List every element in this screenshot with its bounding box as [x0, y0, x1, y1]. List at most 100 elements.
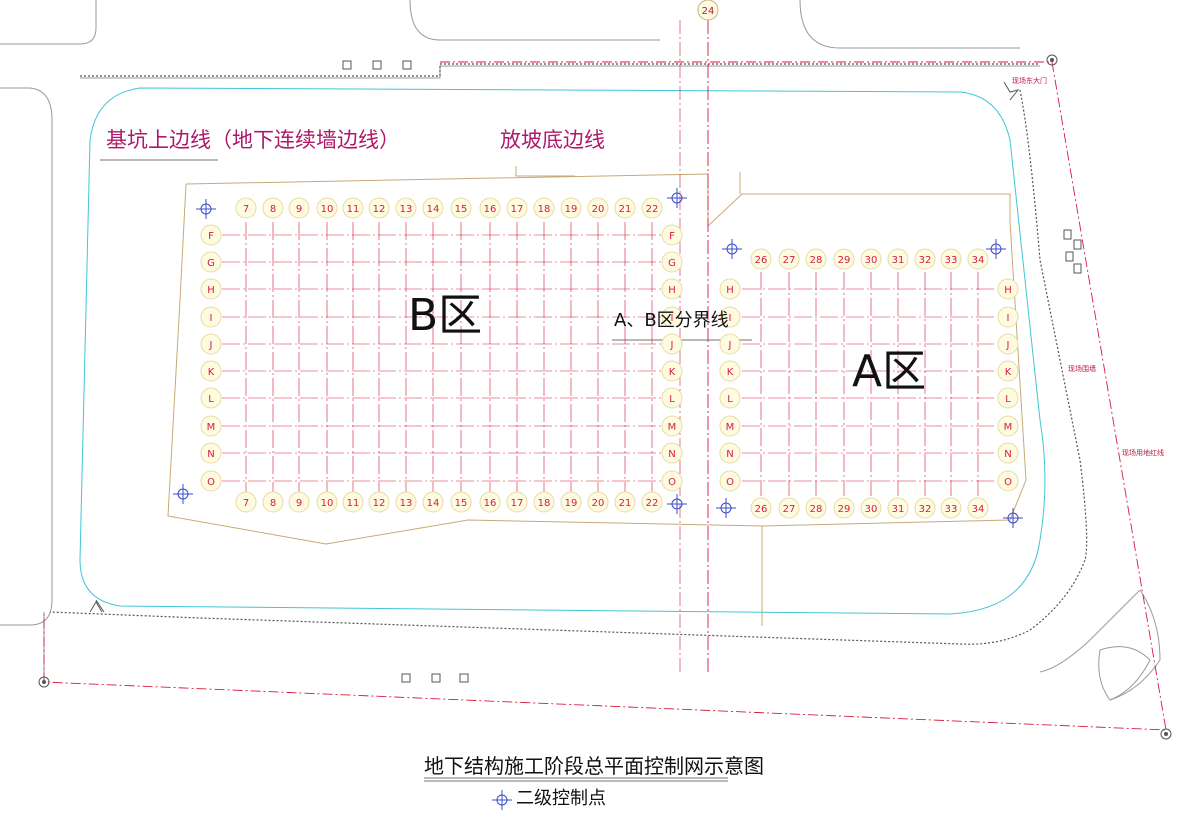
axis-bubble-a-top: 32 [914, 248, 936, 270]
axis-bubble-b-top-text: 11 [347, 204, 360, 215]
axis-bubble-a-bottom: 29 [833, 497, 855, 519]
pit-edge-label: 基坑上边线（地下连续墙边线） [106, 128, 400, 152]
axis-bubble-b-top-text: 18 [538, 204, 551, 215]
axis-bubble-a-top-text: 30 [865, 255, 878, 266]
axis-bubble-b-bottom: 22 [641, 491, 663, 513]
control-point-crosshair-icon [492, 790, 512, 810]
zone-boundary-label: A、B区分界线 [614, 310, 729, 331]
control-point-icon [196, 199, 216, 219]
control-point-icon [173, 484, 193, 504]
axis-bubble-b-bottom: 19 [560, 491, 582, 513]
axis-bubble-a-bottom-text: 33 [945, 504, 958, 515]
axis-bubble-b-left: N [200, 442, 222, 464]
axis-bubble-b-right: N [661, 442, 683, 464]
axis-bubble-b-right-text: O [668, 477, 676, 488]
axis-bubble-a-bottom: 33 [940, 497, 962, 519]
axis-bubble-b-top: 22 [641, 197, 663, 219]
fence-lines [49, 63, 1088, 645]
axis-bubble-a-bottom-text: 28 [810, 504, 823, 515]
axis-bubble-b-top: 9 [288, 197, 310, 219]
axis-bubble-a-left: O [719, 470, 741, 492]
axis-bubble-a-right-text: I [1007, 313, 1010, 324]
axis-bubble-a-right-text: L [1005, 394, 1011, 405]
axis-bubble-b-right-text: N [668, 449, 675, 460]
axis-bubble-b-top: 16 [479, 197, 501, 219]
axis-bubble-b-left-text: H [207, 285, 215, 296]
red-land-boundary [43, 61, 1167, 731]
axis-bubble-b-bottom: 20 [587, 491, 609, 513]
axis-bubble-a-right: H [997, 278, 1019, 300]
control-point-icon [722, 239, 742, 259]
axis-bubble-b-left-text: F [208, 231, 214, 242]
axis-bubble-b-top: 11 [342, 197, 364, 219]
axis-bubble-b-right-text: F [669, 231, 675, 242]
axis-bubble-b-right-text: G [668, 258, 676, 269]
control-point-icon [667, 494, 687, 514]
axis-bubble-a-left: N [719, 442, 741, 464]
axis-bubble-b-left-text: I [210, 313, 213, 324]
axis-bubble-a-right-text: N [1004, 449, 1011, 460]
axis-bubble-a-left: K [719, 360, 741, 382]
axis-bubble-b-top-text: 8 [270, 204, 276, 215]
axis-bubble-a-top-text: 26 [755, 255, 768, 266]
axis-bubble-b-bottom-text: 14 [427, 498, 440, 509]
axis-bubble-a-left: J [719, 333, 741, 355]
control-points [173, 188, 1023, 528]
axis-bubble-b-right: O [661, 470, 683, 492]
axis-bubble-b-bottom-text: 15 [455, 498, 468, 509]
axis-bubble-a-left-text: K [727, 367, 734, 378]
axis-bubble-b-right-text: I [671, 313, 674, 324]
axis-bubble-b-right-text: M [668, 422, 677, 433]
axis-bubble-b-right: M [661, 415, 683, 437]
axis-bubble-b-bottom-text: 12 [373, 498, 386, 509]
axis-bubble-a-left: I [719, 306, 741, 328]
land-red-line-label: 现场用地红线 [1122, 449, 1164, 457]
axis-bubble-b-bottom: 16 [479, 491, 501, 513]
axis-bubble-b-bottom: 7 [235, 491, 257, 513]
axis-bubble-b-bottom: 21 [614, 491, 636, 513]
zone-a-axis-grid [742, 272, 996, 496]
axis-bubble-a-bottom-text: 30 [865, 504, 878, 515]
axis-bubble-b-bottom: 11 [342, 491, 364, 513]
axis-bubble-a-left-text: H [726, 285, 734, 296]
axis-bubble-a-bottom: 31 [887, 497, 909, 519]
pit-edge-line [79, 87, 1046, 615]
axis-bubble-b-left-text: G [207, 258, 215, 269]
axis-bubble-a-top: 29 [833, 248, 855, 270]
axis-bubble-b-bottom-text: 22 [646, 498, 659, 509]
axis-bubble-a-bottom: 27 [778, 497, 800, 519]
axis-bubble-b-top: 15 [450, 197, 472, 219]
site-fence-label: 现场围墙 [1068, 365, 1096, 373]
axis-bubble-a-bottom-text: 26 [755, 504, 768, 515]
axis-bubble-a-left-text: M [726, 422, 735, 433]
axis-bubble-b-right: J [661, 333, 683, 355]
axis-bubble-b-bottom-text: 18 [538, 498, 551, 509]
axis-bubble-a-top-text: 33 [945, 255, 958, 266]
axis-bubble-a-left: H [719, 278, 741, 300]
axis-bubble-a-left-text: J [728, 340, 732, 351]
axis-bubble-b-top-text: 12 [373, 204, 386, 215]
axis-bubble-b-left: I [200, 306, 222, 328]
axis-bubble-b-top: 7 [235, 197, 257, 219]
axis-bubble-a-bottom: 32 [914, 497, 936, 519]
axis-bubble-b-top-text: 14 [427, 204, 440, 215]
axis-bubble-a-top: 26 [750, 248, 772, 270]
axis-bubble-b-left: G [200, 251, 222, 273]
axis-bubble-a-top-text: 31 [892, 255, 905, 266]
axis-bubble-b-right: G [661, 251, 683, 273]
axis-bubble-b-left: O [200, 470, 222, 492]
axis-bubble-a-bottom: 30 [860, 497, 882, 519]
axis-bubble-a-bottom-text: 31 [892, 504, 905, 515]
axis-bubble-a-right: M [997, 415, 1019, 437]
road-lines [0, 0, 1161, 701]
axis-bubble-b-right: H [661, 278, 683, 300]
axis-bubble-b-top: 12 [368, 197, 390, 219]
axis-bubble-a-bottom-text: 29 [838, 504, 851, 515]
zone-a-label: A区 [852, 346, 927, 397]
axis-bubble-b-top: 10 [316, 197, 338, 219]
axis-bubble-b-right-text: L [669, 394, 675, 405]
axis-bubble-b-bottom: 13 [395, 491, 417, 513]
axis-bubble-a-top-text: 28 [810, 255, 823, 266]
axis-bubble-a-right: I [997, 306, 1019, 328]
axis-bubble-b-top: 18 [533, 197, 555, 219]
